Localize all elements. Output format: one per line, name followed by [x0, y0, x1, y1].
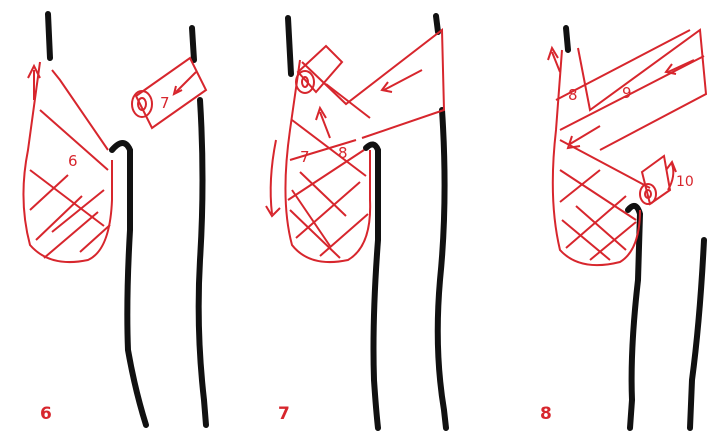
turn-label-8: 8	[568, 86, 578, 104]
limb-outline-left	[288, 18, 291, 74]
turn-label-9: 9	[622, 84, 632, 102]
limb-outline-left	[48, 14, 50, 58]
step-caption-8: 8	[540, 404, 552, 424]
turn-label-8: 8	[338, 144, 348, 162]
turn-label-10: 10	[676, 174, 694, 190]
step-caption-6: 6	[40, 404, 52, 424]
turn-label-6: 6	[68, 152, 78, 170]
step-caption-7: 7	[278, 404, 290, 424]
turn-label-7: 7	[300, 148, 310, 166]
roll-label-7: 7	[160, 94, 170, 112]
limb-outline-left	[566, 28, 568, 50]
